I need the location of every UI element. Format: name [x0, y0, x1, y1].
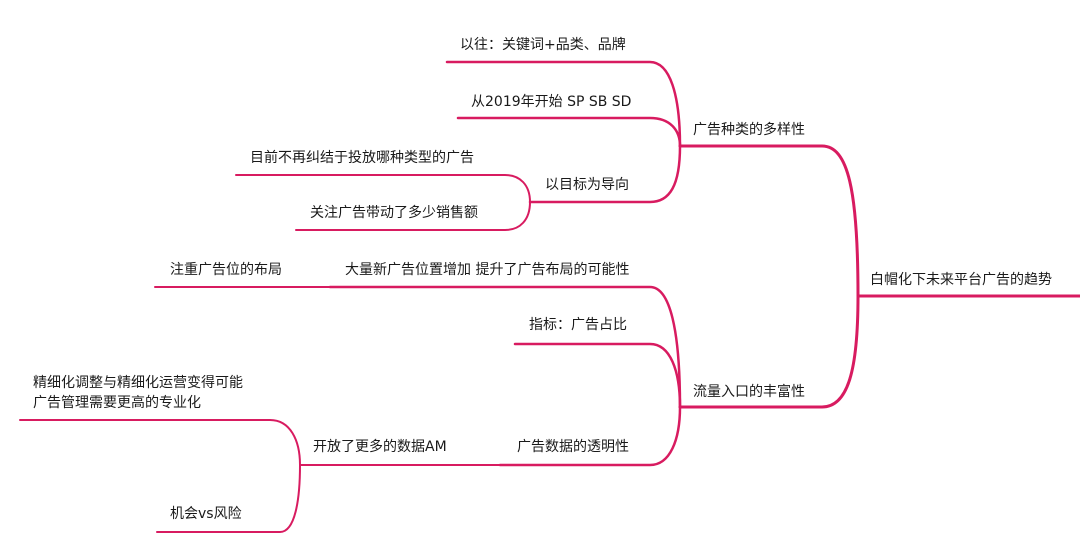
node-focus-sales[interactable]: 关注广告带动了多少销售额	[310, 205, 478, 221]
link-goal-sales	[295, 201, 531, 231]
node-no-longer-choose-type[interactable]: 目前不再纠结于投放哪种类型的广告	[250, 150, 474, 166]
node-traffic-entry-richness[interactable]: 流量入口的丰富性	[693, 384, 805, 400]
node-metric-ad-share[interactable]: 指标：广告占比	[529, 317, 627, 333]
node-more-data-am[interactable]: 开放了更多的数据AM	[313, 439, 447, 455]
link-b1-past	[445, 60, 682, 148]
link-root-branch-2	[678, 294, 860, 409]
link-b2-new-pos	[328, 285, 682, 409]
link-am-refined	[19, 419, 301, 466]
link-am-risk	[156, 464, 301, 533]
node-ad-type-diversity[interactable]: 广告种类的多样性	[693, 122, 805, 138]
node-past-keywords[interactable]: 以往：关键词+品类、品牌	[460, 37, 626, 53]
node-ad-data-transparency[interactable]: 广告数据的透明性	[517, 439, 629, 455]
link-b2-metric	[513, 342, 682, 409]
node-refined-operations[interactable]: 精细化调整与精细化运营变得可能 广告管理需要更高的专业化	[33, 373, 243, 413]
link-b1-goal	[528, 144, 682, 204]
node-goal-oriented[interactable]: 以目标为导向	[545, 177, 629, 193]
root-node[interactable]: 白帽化下未来平台广告的趋势	[870, 272, 1052, 288]
node-since-2019[interactable]: 从2019年开始 SP SB SD	[471, 94, 632, 110]
node-opportunity-vs-risk[interactable]: 机会vs风险	[170, 506, 242, 522]
node-new-ad-positions[interactable]: 大量新广告位置增加 提升了广告布局的可能性	[345, 262, 630, 278]
link-goal-type	[235, 174, 531, 203]
node-refined-operations-line-2: 广告管理需要更高的专业化	[33, 395, 201, 411]
node-ad-position-layout[interactable]: 注重广告位的布局	[170, 262, 282, 278]
link-b2-transparency	[498, 405, 682, 467]
link-root-branch-1	[678, 144, 860, 298]
link-b1-2019	[456, 116, 682, 148]
node-refined-operations-line-1: 精细化调整与精细化运营变得可能	[33, 375, 243, 391]
